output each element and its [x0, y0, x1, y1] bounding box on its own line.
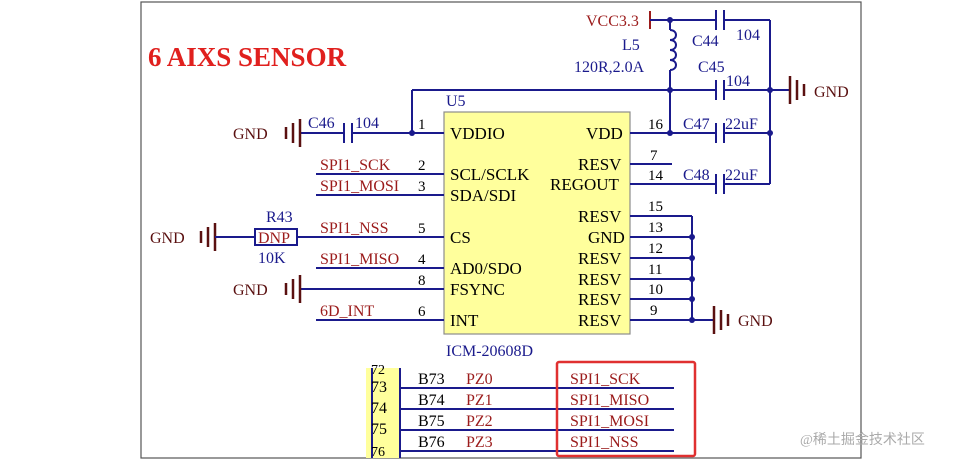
gnd-label-r43: GND: [150, 230, 185, 247]
connector-row-72-num: 72: [371, 363, 385, 378]
power-section: [649, 10, 790, 184]
pin-num-12: 12: [648, 241, 663, 257]
c44-value: 104: [736, 27, 760, 44]
gnd-label-top-right: GND: [814, 84, 849, 101]
c48-value: 22uF: [725, 167, 758, 184]
pin-name-cs: CS: [450, 228, 471, 247]
c45-value: 104: [726, 73, 750, 90]
chip-ref: U5: [446, 93, 466, 110]
net-spi1-nss: SPI1_NSS: [320, 220, 388, 237]
pin-num-8: 8: [418, 273, 426, 289]
pin-name-resv-9: RESV: [578, 311, 622, 330]
gnd-symbol-c46: [284, 119, 302, 147]
vddio-junction: [409, 130, 415, 136]
pin-name-resv-15: RESV: [578, 207, 622, 226]
connector-row-73-num: 73: [371, 379, 387, 396]
pin-name-gnd-13: GND: [588, 228, 625, 247]
net-spi1-mosi: SPI1_MOSI: [320, 178, 399, 195]
connector-port-pz3: PZ3: [466, 434, 493, 451]
connector-port-pz1: PZ1: [466, 392, 493, 409]
c45-ref: C45: [698, 59, 725, 76]
connector-pin-b74: B74: [418, 392, 445, 409]
pin-num-6: 6: [418, 304, 426, 320]
connector-port-pz2: PZ2: [466, 413, 493, 430]
connector-pin-b73: B73: [418, 371, 445, 388]
net-spi1-sck: SPI1_SCK: [320, 157, 391, 174]
net-spi1-miso: SPI1_MISO: [320, 251, 399, 268]
chip-left-wires: [296, 132, 444, 321]
connector-row-76-num: 76: [371, 445, 385, 460]
pin-name-vdd: VDD: [586, 124, 623, 143]
spi-highlight-box: [555, 360, 697, 458]
c46-ref: C46: [308, 115, 335, 132]
connector-port-pz0: PZ0: [466, 371, 493, 388]
gnd-symbol-r43: [199, 223, 217, 251]
r43-ref: R43: [266, 209, 293, 226]
connector-wires: [371, 368, 674, 458]
pin-num-10: 10: [648, 282, 663, 298]
pin-num-15: 15: [648, 199, 663, 215]
r43-value: DNP: [258, 230, 290, 247]
pin-num-7: 7: [650, 148, 658, 164]
gnd-symbol-fsync: [284, 275, 302, 303]
connector-row-75-num: 75: [371, 421, 387, 438]
connector-net-nss: SPI1_NSS: [570, 434, 638, 451]
gnd-label-c46: GND: [233, 126, 268, 143]
c44-ref: C44: [692, 33, 719, 50]
connector-pin-b76: B76: [418, 434, 445, 451]
c47-value: 22uF: [725, 116, 758, 133]
c48-ref: C48: [683, 167, 710, 184]
c47-ref: C47: [683, 116, 710, 133]
c46-value: 104: [355, 115, 379, 132]
vddio-net: [300, 89, 670, 143]
schematic-frame: [140, 1, 862, 459]
pin-name-regout: REGOUT: [550, 175, 620, 194]
pin-name-sda: SDA/SDI: [450, 186, 516, 205]
r43-alt-value: 10K: [258, 250, 286, 267]
pin-num-2: 2: [418, 158, 426, 174]
schematic-title: 6 AIXS SENSOR: [148, 42, 347, 72]
l5-value: 120R,2.0A: [574, 59, 645, 76]
pin-num-14: 14: [648, 168, 664, 184]
pin-name-resv-11: RESV: [578, 270, 622, 289]
pin-num-1: 1: [418, 117, 426, 133]
pin-name-ad0: AD0/SDO: [450, 259, 522, 278]
watermark: @稀土掘金技术社区: [800, 432, 925, 448]
connector-net-miso: SPI1_MISO: [570, 392, 649, 409]
gnd-symbol-bottom-right: [712, 306, 730, 334]
chip-right-wires: [630, 123, 770, 321]
net-6d-int: 6D_INT: [320, 303, 374, 320]
pin-name-resv-12: RESV: [578, 249, 622, 268]
connector-net-sck: SPI1_SCK: [570, 371, 641, 388]
pin-name-fsync: FSYNC: [450, 280, 505, 299]
pin-name-int: INT: [450, 311, 479, 330]
connector-net-mosi: SPI1_MOSI: [570, 413, 649, 430]
pin-num-4: 4: [418, 252, 426, 268]
pin-num-5: 5: [418, 221, 426, 237]
right-junctions: [689, 234, 695, 323]
connector-row-74-num: 74: [371, 400, 387, 417]
pin-name-vddio: VDDIO: [450, 124, 505, 143]
l5-ref: L5: [622, 37, 640, 54]
pin-num-13: 13: [648, 220, 663, 236]
connector-pin-b75: B75: [418, 413, 445, 430]
chip-u5-body: [443, 111, 631, 335]
pin-num-11: 11: [648, 262, 662, 278]
pin-name-scl: SCL/SCLK: [450, 165, 530, 184]
gnd-label-bottom-right: GND: [738, 313, 773, 330]
chip-part: ICM-20608D: [446, 343, 533, 360]
gnd-symbol-top-right: [788, 76, 806, 104]
vcc-label: VCC3.3: [586, 13, 639, 30]
pin-num-16: 16: [648, 117, 664, 133]
inductor-l5-coil: [669, 29, 677, 71]
pin-name-resv-7: RESV: [578, 155, 622, 174]
pin-name-resv-10: RESV: [578, 290, 622, 309]
pin-num-3: 3: [418, 179, 426, 195]
gnd-label-fsync: GND: [233, 282, 268, 299]
pin-num-9: 9: [650, 303, 658, 319]
